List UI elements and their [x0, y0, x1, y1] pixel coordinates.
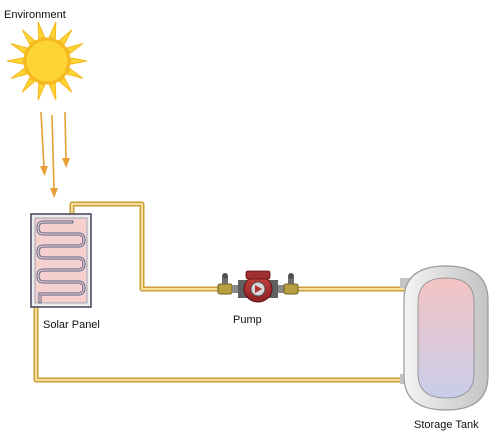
- sun-ray: [71, 58, 87, 64]
- heat-arrow: [65, 112, 66, 160]
- sun-ray: [22, 30, 34, 45]
- environment-label: Environment: [4, 10, 66, 21]
- tank-inner: [418, 278, 474, 398]
- sun-ray: [22, 78, 34, 93]
- solar-panel-label: Solar Panel: [43, 320, 100, 331]
- hot-supply-pipe: [72, 204, 414, 289]
- sun-ray: [38, 84, 45, 101]
- solar-panel: [31, 214, 91, 307]
- heat-arrows: [40, 112, 70, 198]
- cold-return-pipe: [36, 306, 414, 380]
- valve-icon: [278, 273, 298, 294]
- sun-disc: [25, 39, 69, 83]
- storage-tank: [400, 266, 488, 410]
- pump-label: Pump: [233, 315, 262, 326]
- sun-ray: [59, 30, 72, 45]
- sun-ray: [67, 44, 83, 54]
- storage-tank-label: Storage Tank: [414, 420, 479, 431]
- sun-ray: [49, 22, 56, 39]
- sun-ray: [38, 22, 45, 39]
- heat-arrow-head: [62, 158, 70, 168]
- panel-absorber: [35, 218, 87, 303]
- sun-ray: [67, 69, 83, 79]
- sun-ray: [49, 84, 56, 101]
- pump-assembly: [218, 271, 298, 302]
- heat-arrow: [41, 112, 44, 168]
- heat-arrow-head: [50, 188, 58, 198]
- sun-ray: [7, 58, 23, 64]
- heat-arrow-head: [40, 166, 48, 176]
- sun-ray: [11, 69, 27, 79]
- valve-icon: [218, 273, 238, 294]
- heat-arrow: [52, 115, 54, 190]
- sun-ray: [11, 44, 27, 54]
- sun-ray: [59, 78, 72, 93]
- sun-icon: [7, 22, 87, 100]
- pump-icon: [238, 271, 278, 302]
